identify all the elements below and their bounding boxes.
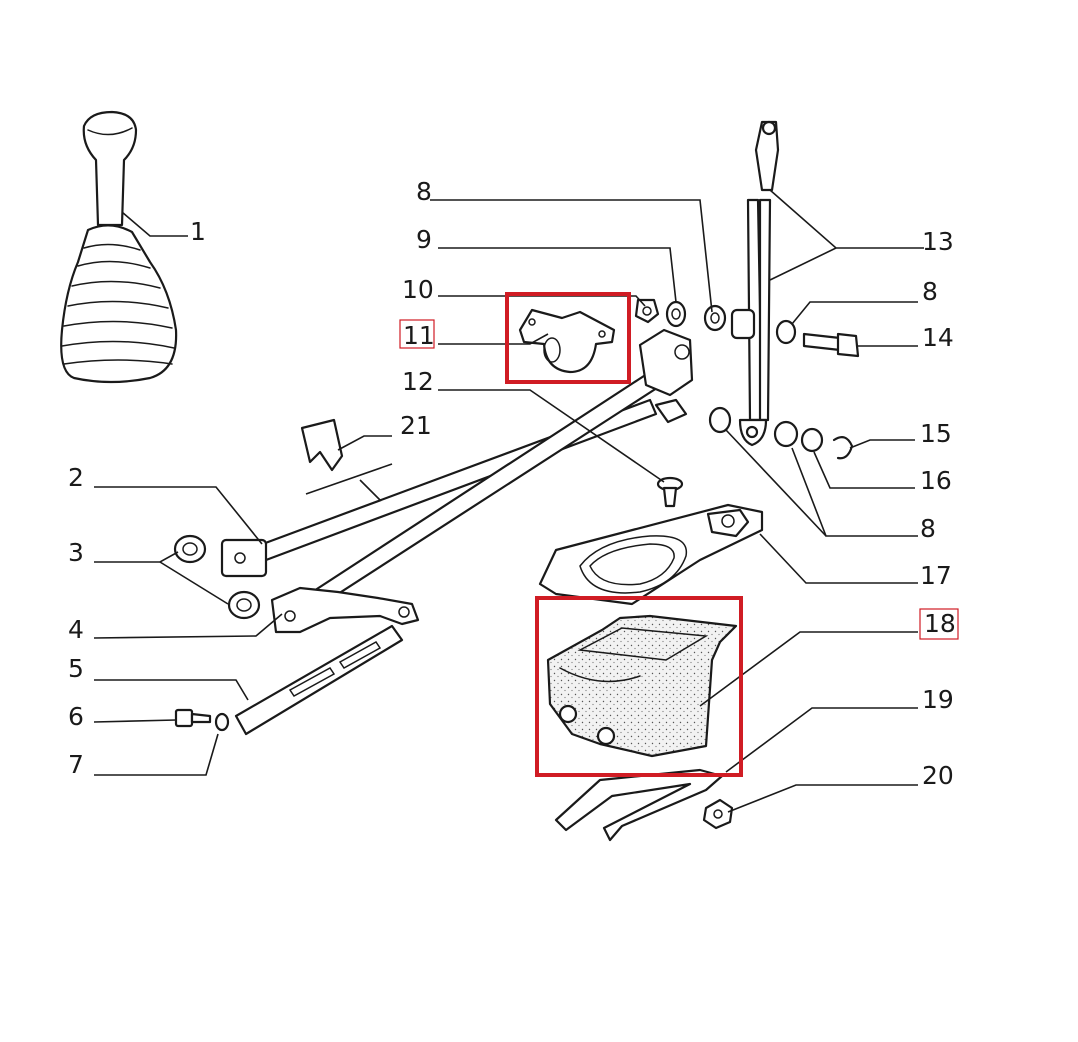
- part-number-13: 13: [922, 227, 954, 256]
- bolt-14: [802, 332, 860, 358]
- rubber-bushings-3: [173, 534, 261, 620]
- part-number-8-bottom: 8: [920, 514, 936, 543]
- part-number-5: 5: [68, 654, 84, 683]
- screw-6: [174, 708, 212, 728]
- highlight-label-box-11: [399, 319, 435, 349]
- part-number-7: 7: [68, 750, 84, 779]
- part-number-18: 18: [924, 609, 956, 638]
- support-bracket-11: [518, 308, 616, 374]
- part-number-4: 4: [68, 615, 84, 644]
- part-number-10: 10: [402, 275, 434, 304]
- bushing-set-top: [634, 298, 797, 345]
- part-number-16: 16: [920, 466, 952, 495]
- highlight-label-box-18: [919, 608, 959, 640]
- part-number-8-right: 8: [922, 277, 938, 306]
- part-number-21: 21: [400, 411, 432, 440]
- shift-rod-vertical: [730, 120, 780, 447]
- part-number-17: 17: [920, 561, 952, 590]
- part-number-2: 2: [68, 463, 84, 492]
- part-number-14: 14: [922, 323, 954, 352]
- screw-12: [656, 476, 684, 508]
- selector-rods: [220, 328, 694, 614]
- cover-plate-17: [538, 503, 764, 606]
- part-number-8-top-left: 8: [416, 177, 432, 206]
- washers-right: [708, 406, 854, 460]
- gear-lever-boot: [60, 110, 178, 384]
- clip-21: [300, 418, 344, 472]
- lever-bracket-4: [270, 586, 420, 634]
- part-number-1: 1: [190, 217, 206, 246]
- part-number-20: 20: [922, 761, 954, 790]
- highlight-box-part-11: [505, 292, 631, 384]
- mounting-plate-5: [234, 624, 404, 736]
- shift-housing-18: [546, 614, 738, 758]
- part-number-11: 11: [403, 321, 435, 350]
- lower-bracket-19: [554, 768, 724, 842]
- part-number-9: 9: [416, 225, 432, 254]
- part-number-15: 15: [920, 419, 952, 448]
- part-number-19: 19: [922, 685, 954, 714]
- highlight-box-part-18: [535, 596, 743, 777]
- part-number-6: 6: [68, 702, 84, 731]
- part-number-12: 12: [402, 367, 434, 396]
- nut-20: [702, 798, 734, 830]
- part-number-3: 3: [68, 538, 84, 567]
- leader-lines: [93, 189, 924, 813]
- washer-7: [214, 712, 230, 732]
